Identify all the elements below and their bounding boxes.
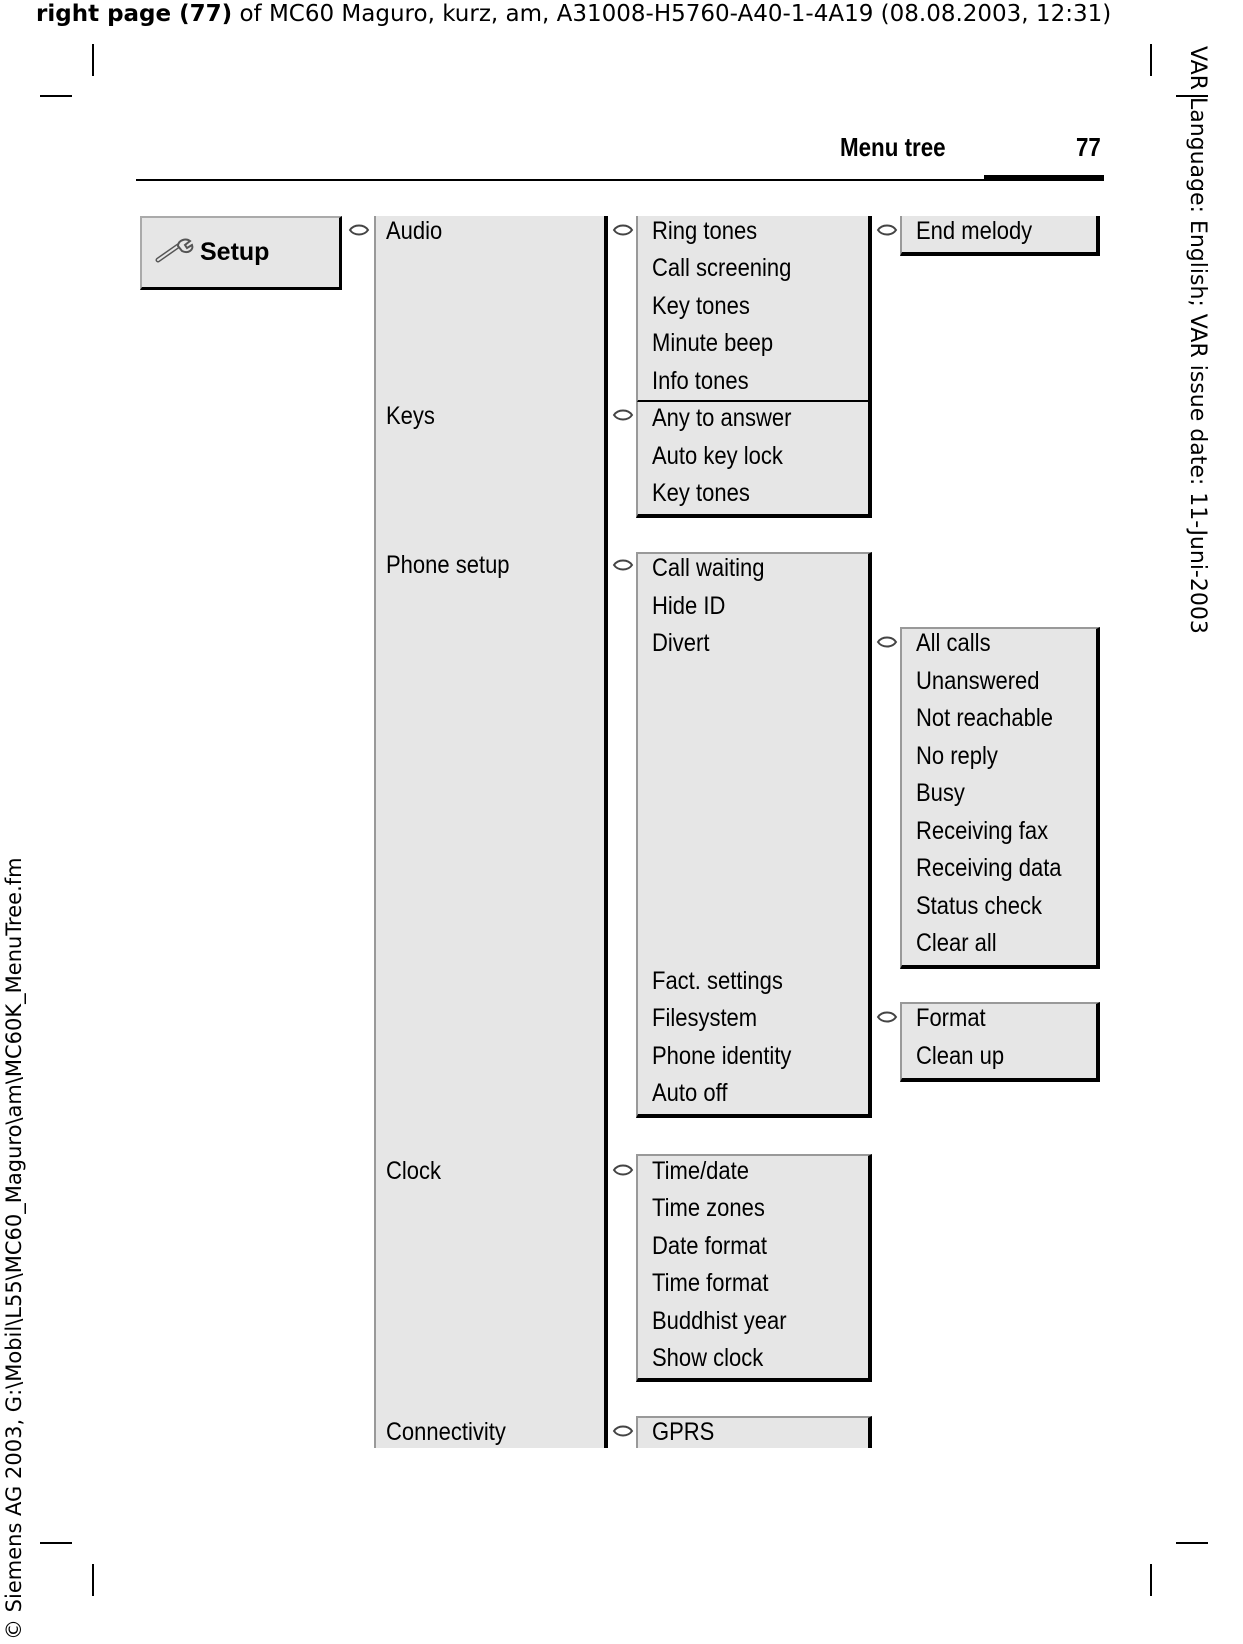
setup-root-box: Setup [140,216,342,290]
menu-item-connectivity[interactable]: Connectivity [386,1418,506,1446]
crop-mark [1176,1542,1208,1544]
menu-item-status-check[interactable]: Status check [916,892,1042,920]
menu-item-no-reply[interactable]: No reply [916,742,998,770]
page-number: 77 [1076,132,1101,162]
crop-mark [40,95,72,97]
divert-submenu [900,627,1100,969]
menu-item-buddhist-year[interactable]: Buddhist year [652,1307,787,1335]
crop-mark [1150,1564,1152,1596]
ring-tones-submenu [900,216,1100,256]
header-rule [136,179,1104,181]
arrow-icon [876,636,898,648]
menu-item-show-clock[interactable]: Show clock [652,1344,764,1372]
menu-item-keys[interactable]: Keys [386,402,435,430]
menu-item-time-format[interactable]: Time format [652,1269,769,1297]
arrow-icon [612,1164,634,1176]
menu-item-auto-off[interactable]: Auto off [652,1079,728,1107]
crop-mark [92,1564,94,1596]
menu-item-time-date[interactable]: Time/date [652,1157,750,1185]
crop-mark [1176,95,1208,97]
var-language-note: VAR Language: English; VAR issue date: 1… [1185,46,1210,634]
menu-item-any-to-answer[interactable]: Any to answer [652,404,792,432]
file-header: right page (77) of MC60 Maguro, kurz, am… [36,0,1111,28]
level1-column [374,216,608,1448]
menu-item-keys-key-tones[interactable]: Key tones [652,479,750,507]
menu-item-minute-beep[interactable]: Minute beep [652,329,774,357]
arrow-icon [612,1425,634,1437]
arrow-icon [612,224,634,236]
phone-setup-submenu [636,552,872,1118]
menu-item-call-waiting[interactable]: Call waiting [652,554,765,582]
menu-item-phone-setup[interactable]: Phone setup [386,551,510,579]
menu-item-call-screening[interactable]: Call screening [652,254,792,282]
arrow-icon [876,1011,898,1023]
file-header-rest: of MC60 Maguro, kurz, am, A31008-H5760-A… [232,1,1112,27]
header-rule-thick [984,175,1104,181]
crop-mark [40,1542,72,1544]
arrow-icon [876,224,898,236]
menu-item-key-tones[interactable]: Key tones [652,292,750,320]
crop-mark [1150,44,1152,76]
menu-item-clean-up[interactable]: Clean up [916,1042,1005,1070]
menu-item-audio[interactable]: Audio [386,217,443,245]
menu-item-hide-id[interactable]: Hide ID [652,592,726,620]
arrow-icon [612,559,634,571]
arrow-icon [612,409,634,421]
menu-item-filesystem[interactable]: Filesystem [652,1004,758,1032]
menu-item-clock[interactable]: Clock [386,1157,442,1185]
setup-label: Setup [200,238,270,266]
running-head-title: Menu tree [840,132,946,162]
menu-item-gprs[interactable]: GPRS [652,1418,715,1446]
menu-item-format[interactable]: Format [916,1004,986,1032]
menu-item-receiving-data[interactable]: Receiving data [916,854,1062,882]
menu-item-time-zones[interactable]: Time zones [652,1194,765,1222]
arrow-icon [348,224,370,236]
audio-submenu [636,216,872,404]
menu-item-all-calls[interactable]: All calls [916,629,991,657]
menu-item-receiving-fax[interactable]: Receiving fax [916,817,1049,845]
menu-item-date-format[interactable]: Date format [652,1232,767,1260]
menu-item-ring-tones[interactable]: Ring tones [652,217,758,245]
menu-item-auto-key-lock[interactable]: Auto key lock [652,442,783,470]
menu-item-clear-all[interactable]: Clear all [916,929,997,957]
menu-item-end-melody[interactable]: End melody [916,217,1033,245]
menu-item-fact-settings[interactable]: Fact. settings [652,967,783,995]
crop-mark [92,44,94,76]
menu-item-busy[interactable]: Busy [916,779,965,807]
menu-item-divert[interactable]: Divert [652,629,710,657]
menu-item-phone-identity[interactable]: Phone identity [652,1042,792,1070]
connectivity-submenu [636,1416,872,1448]
wrench-icon [155,238,194,263]
keys-submenu [636,402,872,518]
filesystem-submenu [900,1002,1100,1082]
menu-item-not-reachable[interactable]: Not reachable [916,704,1053,732]
copyright-path-note: © Siemens AG 2003, G:\Mobil\L55\MC60_Mag… [2,857,26,1640]
menu-item-unanswered[interactable]: Unanswered [916,667,1040,695]
file-header-bold: right page (77) [36,1,233,27]
menu-item-info-tones[interactable]: Info tones [652,367,749,395]
clock-submenu [636,1154,872,1382]
